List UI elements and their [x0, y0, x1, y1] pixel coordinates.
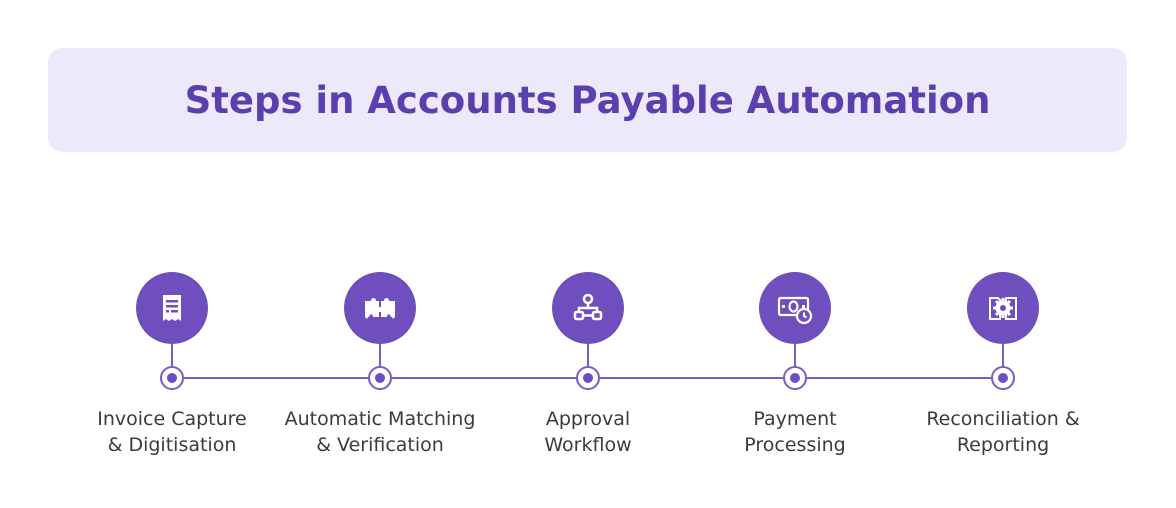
step-approval-workflow: Approval Workflow — [488, 0, 688, 508]
page-title: Steps in Accounts Payable Automation — [184, 78, 991, 122]
step-icon-circle — [759, 272, 831, 344]
step-label: Automatic Matching & Verification — [284, 408, 476, 456]
invoice-receipt-icon — [163, 295, 181, 321]
step-stem — [587, 344, 589, 366]
step-label: Reconciliation & Reporting — [926, 408, 1080, 456]
money-clock-icon — [777, 296, 813, 325]
step-icon-circle — [967, 272, 1039, 344]
flowchart-icon — [573, 293, 603, 321]
timeline-node — [783, 366, 807, 390]
step-label: Invoice Capture & Digitisation — [97, 408, 247, 456]
step-stem — [171, 344, 173, 366]
title-banner: Steps in Accounts Payable Automation — [48, 48, 1127, 152]
step-icon-circle — [344, 272, 416, 344]
timeline-node — [160, 366, 184, 390]
step-invoice-capture: Invoice Capture & Digitisation — [72, 0, 272, 508]
step-label: Payment Processing — [744, 408, 846, 456]
step-stem — [1002, 344, 1004, 366]
step-icon-circle — [552, 272, 624, 344]
step-stem — [379, 344, 381, 366]
step-stem — [794, 344, 796, 366]
timeline-node — [991, 366, 1015, 390]
step-label: Approval Workflow — [544, 408, 632, 456]
timeline-node — [576, 366, 600, 390]
step-reconciliation-reporting: Reconciliation & Reporting — [903, 0, 1103, 508]
timeline-node — [368, 366, 392, 390]
step-payment-processing: Payment Processing — [695, 0, 895, 508]
step-icon-circle — [136, 272, 208, 344]
step-automatic-matching: Automatic Matching & Verification — [280, 0, 480, 508]
gear-documents-icon — [989, 297, 1017, 320]
puzzle-pieces-icon — [365, 298, 395, 319]
